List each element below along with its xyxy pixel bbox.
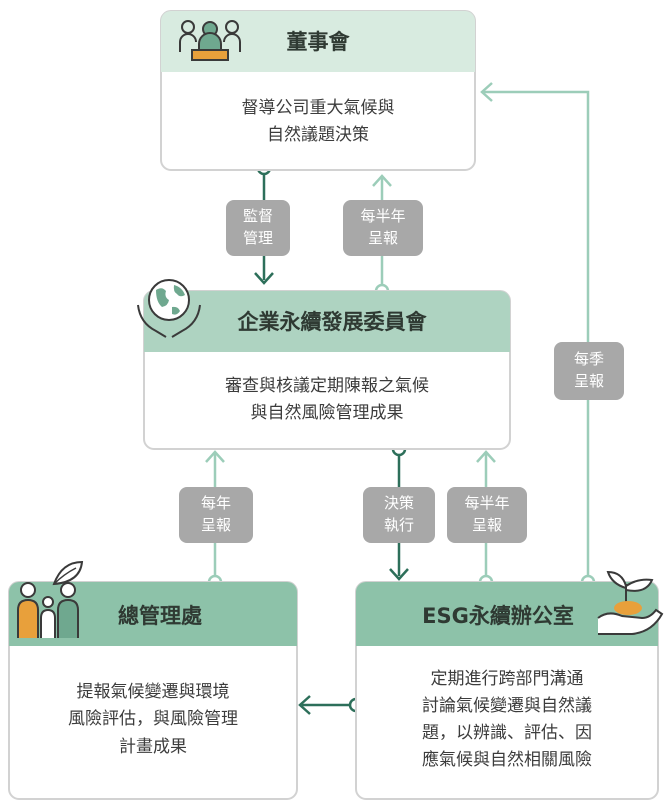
- arrowhead-up: [372, 174, 392, 187]
- meeting-people-icon: [179, 20, 241, 61]
- tag-esg-semiannual: 每半年 呈報: [464, 494, 510, 534]
- arrowhead-down: [254, 272, 274, 285]
- esg-title: ESG永續辦公室: [422, 604, 574, 629]
- committee-title: 企業永續發展委員會: [237, 310, 427, 335]
- arrowhead-up: [476, 450, 496, 463]
- arrow-esg-to-admin: [298, 695, 364, 715]
- committee-header-bg: [144, 291, 510, 352]
- esg-desc: 定期進行跨部門溝通 討論氣候變遷與自然議 題，以辨識、評估、因 應氣候與自然相關…: [422, 668, 592, 771]
- connector-line-light: [484, 90, 590, 582]
- tag-quarterly-bg: [554, 342, 624, 400]
- tag-admin-annual-bg: [179, 487, 253, 543]
- admin-box: [8, 560, 298, 800]
- board-desc: 督導公司重大氣候與 自然議題決策: [241, 97, 395, 145]
- admin-desc: 提報氣候變遷與環境 風險評估，與風險管理 計畫成果: [68, 682, 238, 757]
- board-box: [160, 10, 476, 171]
- tag-decision-bg: [363, 487, 435, 543]
- board-title: 董事會: [286, 30, 350, 55]
- admin-title: 總管理處: [118, 604, 202, 629]
- tag-admin-annual: 每年 呈報: [200, 494, 231, 534]
- tag-board-semiannual: 每半年 呈報: [360, 207, 406, 247]
- tag-supervise: 監督 管理: [242, 207, 273, 247]
- tag-decision: 決策 執行: [383, 494, 414, 534]
- admin-header-bg: [9, 582, 297, 646]
- tags: [179, 200, 624, 543]
- tag-esg-semiannual-bg: [447, 487, 527, 543]
- committee-desc: 審查與核議定期陳報之氣候 與自然風險管理成果: [225, 375, 429, 423]
- hand-sprout-icon: [597, 570, 664, 635]
- esg-header-bg: [356, 582, 658, 646]
- committee-box: [137, 279, 511, 450]
- board-header-bg: [161, 11, 475, 72]
- esg-box: [355, 570, 664, 800]
- tag-supervise-bg: [226, 200, 290, 256]
- family-leaf-icon: [17, 560, 84, 638]
- tag-quarterly: 每季 呈報: [573, 350, 604, 390]
- globe-hands-icon: [137, 279, 201, 338]
- tag-board-semiannual-bg: [343, 200, 423, 256]
- arrowhead-down: [389, 568, 409, 581]
- arrowhead-left: [480, 82, 493, 102]
- arrowhead-up: [205, 450, 225, 463]
- arrowhead-left: [298, 695, 311, 715]
